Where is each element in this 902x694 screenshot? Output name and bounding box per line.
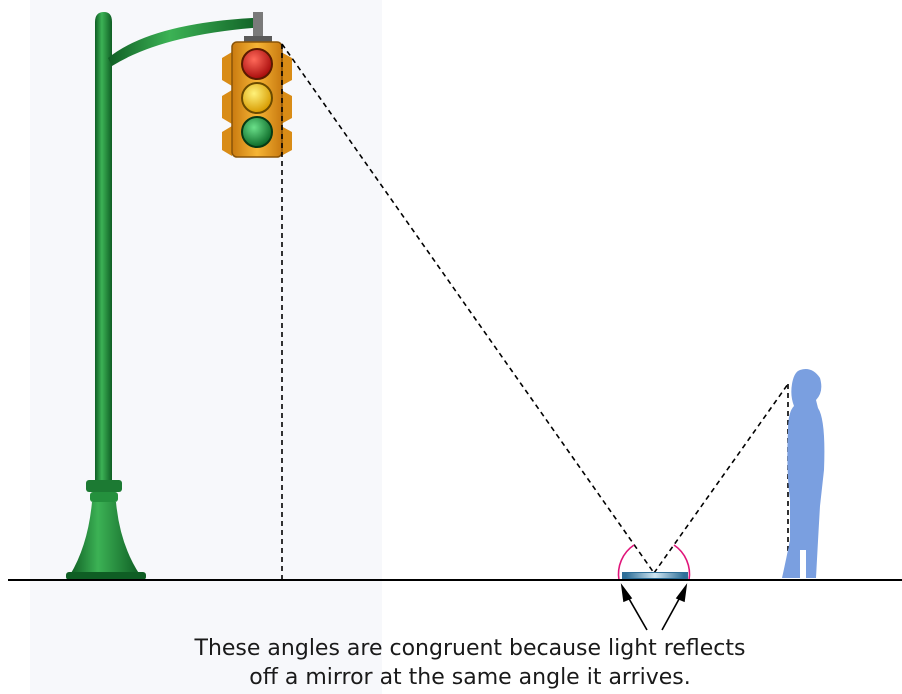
visor-right [281, 52, 292, 156]
traffic-light-cap [244, 36, 272, 44]
sight-lines [281, 43, 789, 580]
angle-arcs [617, 544, 691, 581]
street-pole [66, 12, 262, 580]
pole-arm [108, 18, 262, 66]
left-arrow-head [620, 583, 633, 603]
caption-line-1: These angles are congruent because light… [194, 636, 746, 661]
traffic-light-icon [222, 12, 292, 158]
backdrop-panel [30, 0, 382, 694]
right-arrow-head [675, 583, 688, 603]
mirror-glass [626, 573, 684, 578]
red-light [241, 48, 273, 80]
green-light [241, 116, 273, 148]
pole-foot [66, 572, 146, 580]
reflected-ray [653, 383, 789, 574]
pole-shaft [95, 12, 112, 485]
pole-base [70, 502, 140, 575]
pole-collar-2 [90, 492, 118, 502]
caption-line-2: off a mirror at the same angle it arrive… [249, 665, 691, 690]
mirror-icon [622, 572, 688, 580]
pole-collar [86, 480, 122, 492]
visor-left [222, 52, 232, 156]
traffic-light-hanger [253, 12, 263, 44]
angle-pointer-arrows [620, 583, 688, 631]
incident-angle-arc [617, 544, 635, 581]
reflection-angle-arc [673, 544, 691, 581]
yellow-light [241, 82, 273, 114]
person-silhouette-icon [782, 369, 825, 578]
